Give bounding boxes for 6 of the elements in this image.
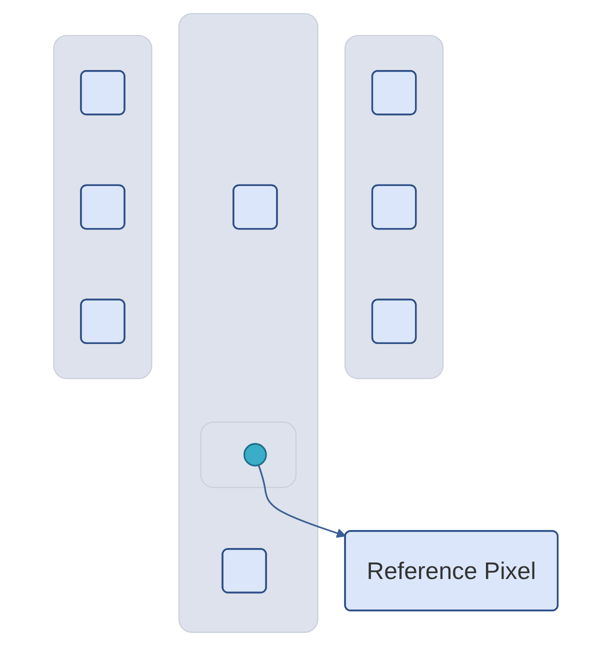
node-circle (243, 443, 267, 466)
arrow (258, 464, 346, 538)
cluster (200, 422, 296, 488)
cluster (52, 34, 152, 380)
cluster (344, 34, 444, 380)
cluster (178, 13, 318, 633)
